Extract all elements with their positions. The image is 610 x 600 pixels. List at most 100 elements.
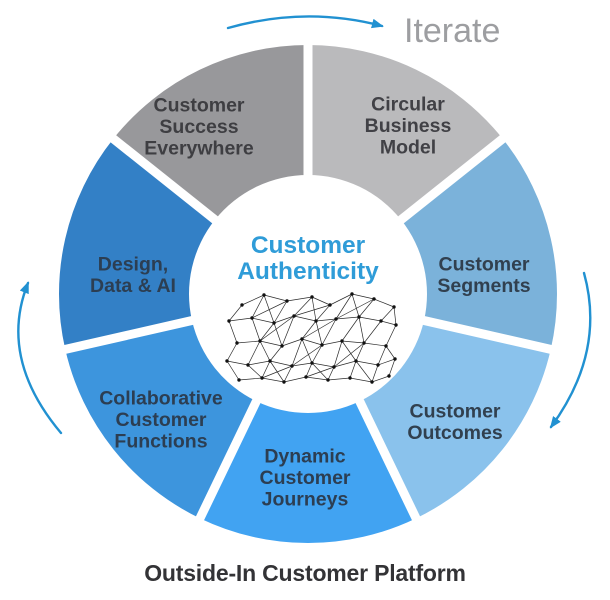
diagram-caption: Outside-In Customer Platform: [144, 560, 466, 586]
iterate-label: Iterate: [404, 12, 501, 50]
network-edge: [226, 342, 238, 362]
network-edge: [259, 340, 271, 362]
network-edge: [281, 315, 295, 347]
network-edge: [238, 377, 263, 381]
network-edge: [261, 360, 271, 379]
network-node: [240, 303, 244, 307]
network-edge: [269, 345, 283, 362]
network-edge: [333, 340, 343, 368]
network-edge: [247, 360, 271, 366]
network-edge: [269, 360, 285, 383]
network-edge: [315, 320, 323, 346]
network-node: [392, 305, 396, 309]
network-node: [348, 376, 352, 380]
network-edge: [291, 338, 303, 367]
network-edge: [335, 293, 353, 320]
network-edge: [291, 344, 323, 367]
segment-gap: [414, 314, 557, 355]
network-edge: [335, 316, 360, 320]
network-edge: [283, 365, 293, 383]
network-edge: [315, 318, 337, 322]
network-node: [394, 323, 398, 327]
network-edge: [371, 364, 379, 383]
segment-collaborative-customer-functions: [65, 320, 257, 519]
network-edge: [251, 294, 265, 319]
network-node: [326, 378, 330, 382]
network-node: [387, 374, 391, 378]
network-edge: [226, 360, 249, 366]
network-edge: [259, 315, 295, 342]
segment-customer-outcomes: [359, 320, 551, 519]
network-node: [235, 341, 239, 345]
network-node: [304, 375, 308, 379]
network-edge: [311, 296, 331, 306]
network-edge: [251, 317, 275, 324]
network-edge: [358, 316, 365, 344]
network-edge: [351, 293, 375, 300]
network-node: [282, 380, 286, 384]
network-node: [268, 359, 272, 363]
network-edge: [228, 320, 238, 344]
network-node: [328, 303, 332, 307]
network-node: [300, 337, 304, 341]
network-node: [370, 380, 374, 384]
network-edge: [355, 360, 379, 366]
network-edge: [349, 360, 357, 379]
network-edge: [363, 342, 387, 347]
network-edge: [261, 365, 293, 379]
flow-arrow-right: [549, 271, 592, 429]
center-title-line2: Authenticity: [237, 258, 379, 285]
network-node: [314, 319, 318, 323]
network-edge: [351, 293, 360, 318]
network-edge: [247, 364, 263, 379]
network-edge: [301, 338, 323, 346]
network-edge: [301, 338, 313, 364]
network-edge: [373, 298, 395, 308]
network-node: [237, 378, 241, 382]
network-node: [354, 359, 358, 363]
network-edge: [341, 340, 365, 344]
network-node: [334, 317, 338, 321]
network-node: [290, 364, 294, 368]
network-edge: [358, 316, 382, 322]
network-edge: [311, 362, 329, 381]
segment-gap: [59, 314, 202, 355]
network-node: [310, 361, 314, 365]
network-node: [350, 292, 354, 296]
network-edge: [236, 340, 261, 344]
network-node: [285, 299, 289, 303]
center-title-line1: Customer: [251, 232, 366, 259]
network-node: [393, 357, 397, 361]
network-edge: [371, 375, 390, 383]
network-edge: [273, 300, 288, 324]
network-node: [272, 321, 276, 325]
network-edge: [321, 318, 337, 346]
network-edge: [293, 296, 313, 317]
flow-arrow-left: [17, 281, 63, 435]
network-edge: [241, 294, 265, 306]
network-node: [227, 319, 231, 323]
network-edge: [341, 340, 357, 362]
network-edge: [261, 377, 285, 383]
segment-gap: [391, 132, 510, 229]
network-node: [250, 316, 254, 320]
network-edge: [251, 317, 261, 342]
network-edge: [321, 340, 343, 346]
network-edge: [263, 294, 275, 324]
network-edge: [305, 376, 329, 381]
network-edge: [293, 315, 317, 322]
network-edge: [301, 320, 317, 340]
network-edge: [349, 377, 373, 383]
network-edge: [226, 360, 240, 381]
network-edge: [301, 318, 337, 340]
segment-gaps: [59, 40, 557, 525]
network-edge: [385, 324, 397, 347]
network-node: [332, 365, 336, 369]
network-node: [340, 339, 344, 343]
